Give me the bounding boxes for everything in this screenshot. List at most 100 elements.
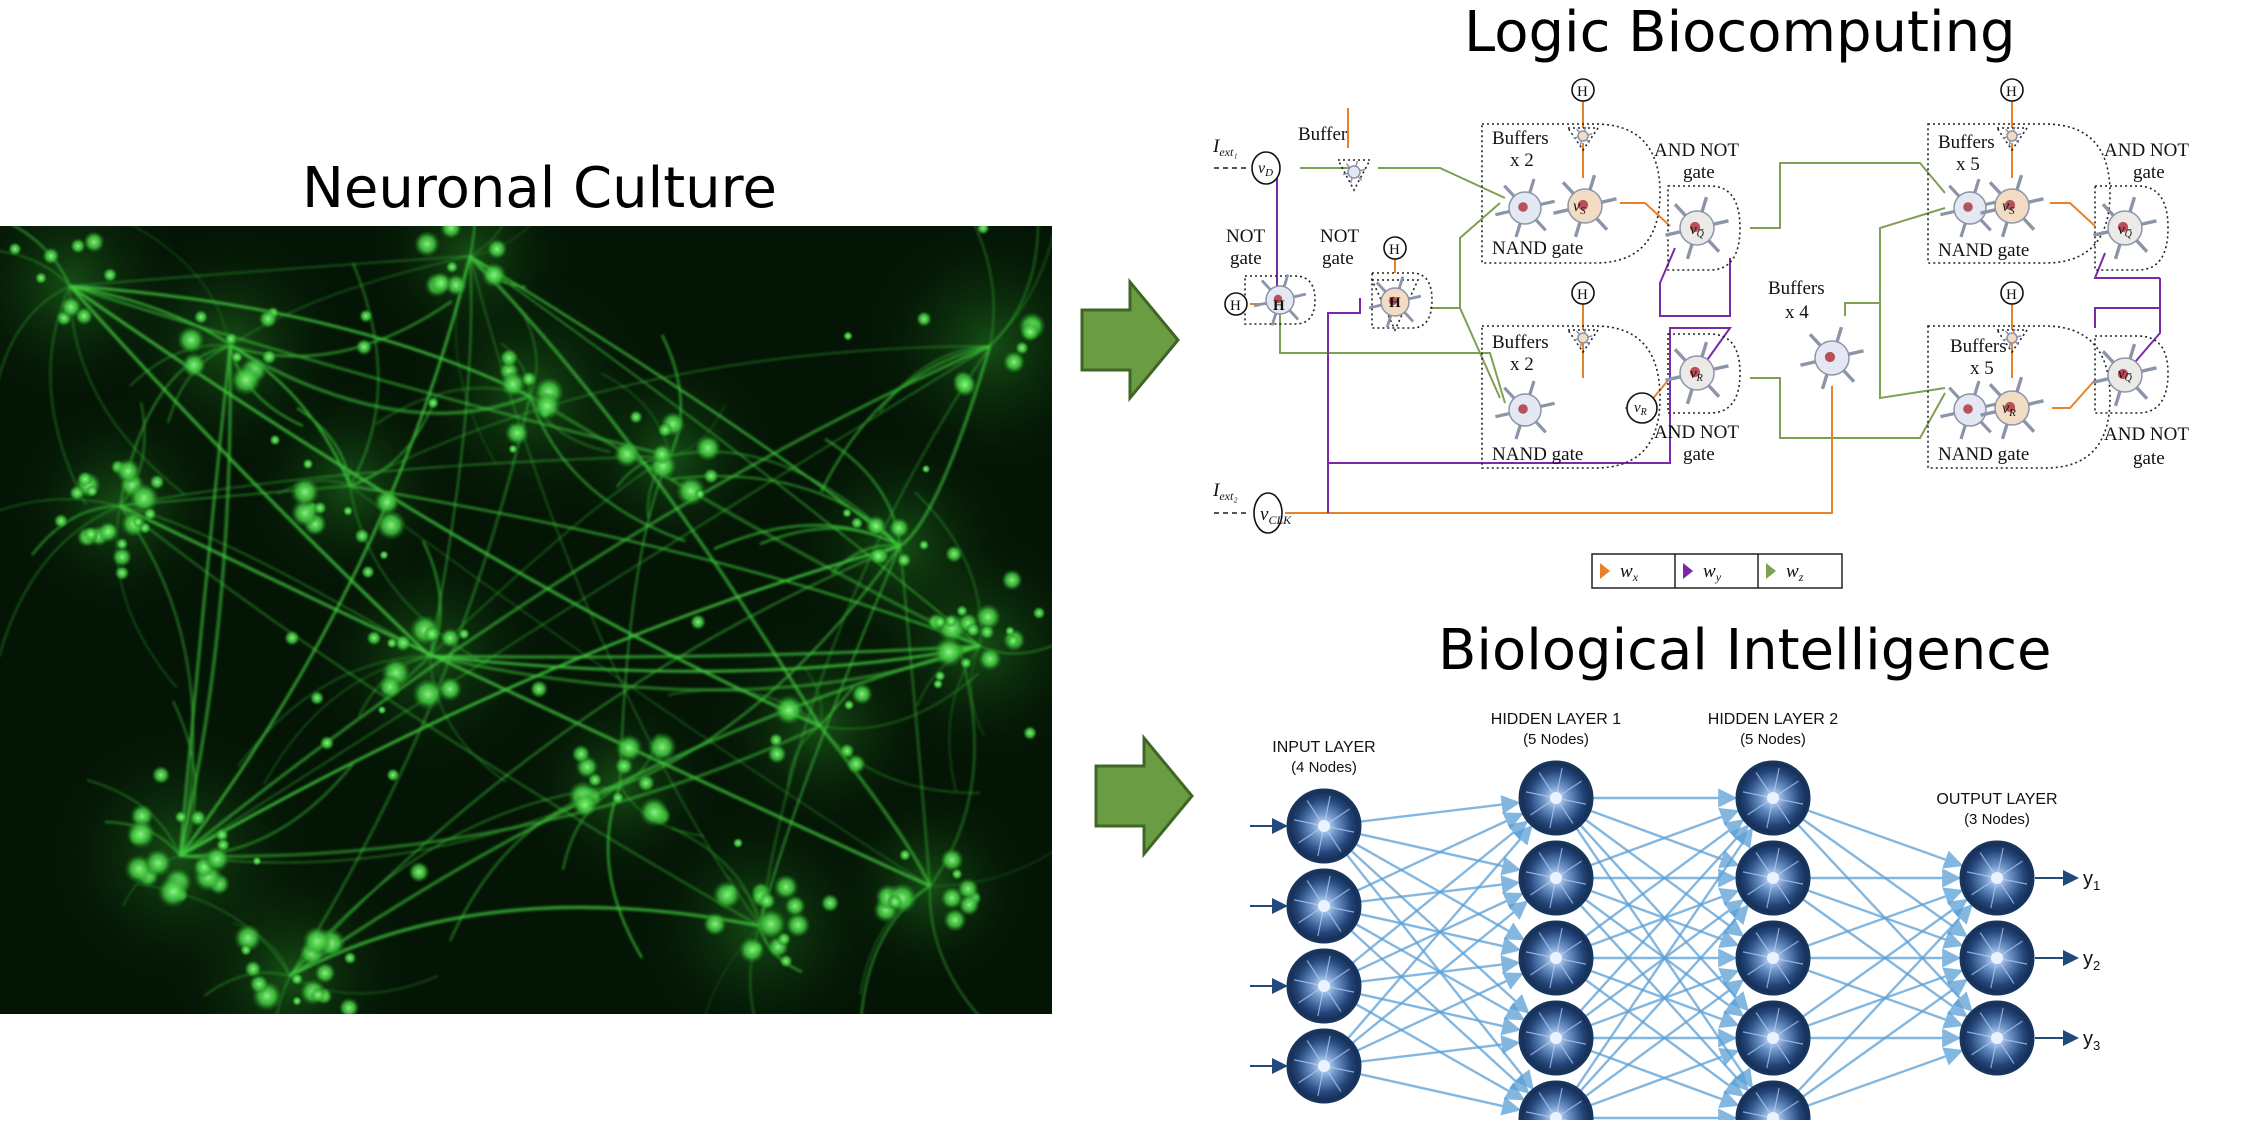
culture-cell xyxy=(189,809,207,827)
layer-title: INPUT LAYER xyxy=(1272,739,1375,756)
culture-cell xyxy=(841,507,853,519)
culture-cell xyxy=(366,630,382,646)
culture-cell xyxy=(74,306,94,326)
culture-neurite xyxy=(667,688,821,727)
culture-cell xyxy=(360,564,376,580)
culture-cell xyxy=(310,987,326,1003)
culture-cell xyxy=(239,943,253,957)
culture-cell xyxy=(934,670,946,682)
logic-biocomputing-title: Logic Biocomputing xyxy=(1464,0,2016,65)
culture-cell xyxy=(974,603,1002,631)
neuron-icon xyxy=(2093,196,2157,260)
culture-neurite xyxy=(31,505,121,556)
culture-cell xyxy=(126,819,156,849)
label-h: H xyxy=(1577,287,1588,303)
culture-neurite xyxy=(289,545,901,977)
label-vs: vS xyxy=(2002,198,2015,217)
label-and-not-gate: AND NOT xyxy=(1654,140,1739,161)
label-and-not-gate: gate xyxy=(2133,162,2165,183)
h-circle xyxy=(1571,78,1595,102)
culture-neurite xyxy=(0,285,71,376)
culture-cell xyxy=(768,732,784,748)
culture-cell xyxy=(944,544,964,564)
label-iext1: Iext₁ xyxy=(1212,136,1238,159)
nn-link xyxy=(1356,812,1524,892)
culture-neurite xyxy=(0,505,121,657)
neuron-icon xyxy=(1800,326,1864,390)
culture-neurite xyxy=(429,644,981,673)
culture-cell xyxy=(408,861,430,883)
culture-cell xyxy=(386,637,398,649)
culture-cell xyxy=(204,846,230,872)
label-not-gate: gate xyxy=(1322,248,1354,269)
culture-neurite xyxy=(296,407,352,487)
label-h: H xyxy=(1230,298,1241,314)
culture-cell xyxy=(845,753,867,775)
culture-neurite xyxy=(660,334,682,457)
buffer-triangle xyxy=(1566,329,1600,354)
label-and-not-gate: AND NOT xyxy=(1654,422,1739,443)
label-vs: vS xyxy=(1573,198,1586,217)
culture-neurite xyxy=(819,672,980,730)
culture-neurite xyxy=(349,485,487,665)
culture-cell xyxy=(1002,350,1026,374)
culture-neurite xyxy=(898,545,932,887)
culture-cell xyxy=(233,923,263,953)
culture-cell xyxy=(97,521,119,543)
culture-cell xyxy=(102,267,118,283)
output-label: y3 xyxy=(2083,1028,2100,1053)
wire-purple xyxy=(1659,247,1731,317)
label-buffers: Buffers xyxy=(1492,332,1549,353)
label-buffers-count: x 5 xyxy=(1970,358,1994,379)
nn-link xyxy=(1806,1047,1964,1108)
culture-cell xyxy=(386,768,400,782)
culture-cell xyxy=(976,226,990,235)
wire-purple xyxy=(1327,327,1732,513)
label-h: H xyxy=(1577,84,1588,100)
nn-link xyxy=(1589,1047,1740,1107)
culture-neurite xyxy=(429,255,472,657)
culture-cell xyxy=(1004,625,1016,637)
label-nand-gate: NAND gate xyxy=(1492,444,1583,465)
nn-link xyxy=(1358,1072,1522,1116)
h-circle xyxy=(1571,281,1595,305)
culture-neurite xyxy=(179,763,354,858)
culture-neurite xyxy=(349,345,991,487)
culture-cell xyxy=(732,837,744,849)
culture-cell xyxy=(694,488,706,500)
neuron-icon xyxy=(1980,376,2044,440)
culture-cell xyxy=(1019,321,1041,343)
buffer-triangle xyxy=(1566,127,1600,152)
label-not-gate: gate xyxy=(1230,248,1262,269)
arrow-shape xyxy=(1094,734,1194,858)
culture-cell xyxy=(956,877,980,901)
output-label: y2 xyxy=(2083,948,2100,973)
culture-cell xyxy=(755,908,787,940)
nn-node xyxy=(1518,920,1594,996)
culture-cell xyxy=(151,765,171,785)
culture-neurite xyxy=(119,504,931,888)
label-buffers: Buffers xyxy=(1492,128,1549,149)
culture-cell xyxy=(53,513,69,529)
culture-neurite xyxy=(119,401,146,507)
neuron-icon xyxy=(1980,174,2044,238)
neuron-icon xyxy=(1253,274,1307,326)
wire-green xyxy=(1750,162,1946,229)
culture-neurite xyxy=(179,724,821,858)
layer-title: OUTPUT LAYER xyxy=(1936,791,2057,808)
label-and-not-gate: AND NOT xyxy=(2104,424,2189,445)
label-buffers-count: x 4 xyxy=(1785,302,1809,323)
culture-cell xyxy=(377,705,387,715)
culture-cell xyxy=(785,912,811,938)
culture-cell xyxy=(1001,569,1023,591)
culture-cell xyxy=(702,467,720,485)
culture-neurite xyxy=(989,236,1052,347)
wire-green xyxy=(1430,307,1501,399)
culture-cell xyxy=(868,546,888,566)
nn-node xyxy=(1286,868,1362,944)
nn-link xyxy=(1801,898,1969,1019)
culture-neurite xyxy=(179,544,901,858)
culture-neurite xyxy=(469,226,504,257)
layer-subtitle: (3 Nodes) xyxy=(1964,811,2030,828)
culture-neurite xyxy=(132,226,231,347)
